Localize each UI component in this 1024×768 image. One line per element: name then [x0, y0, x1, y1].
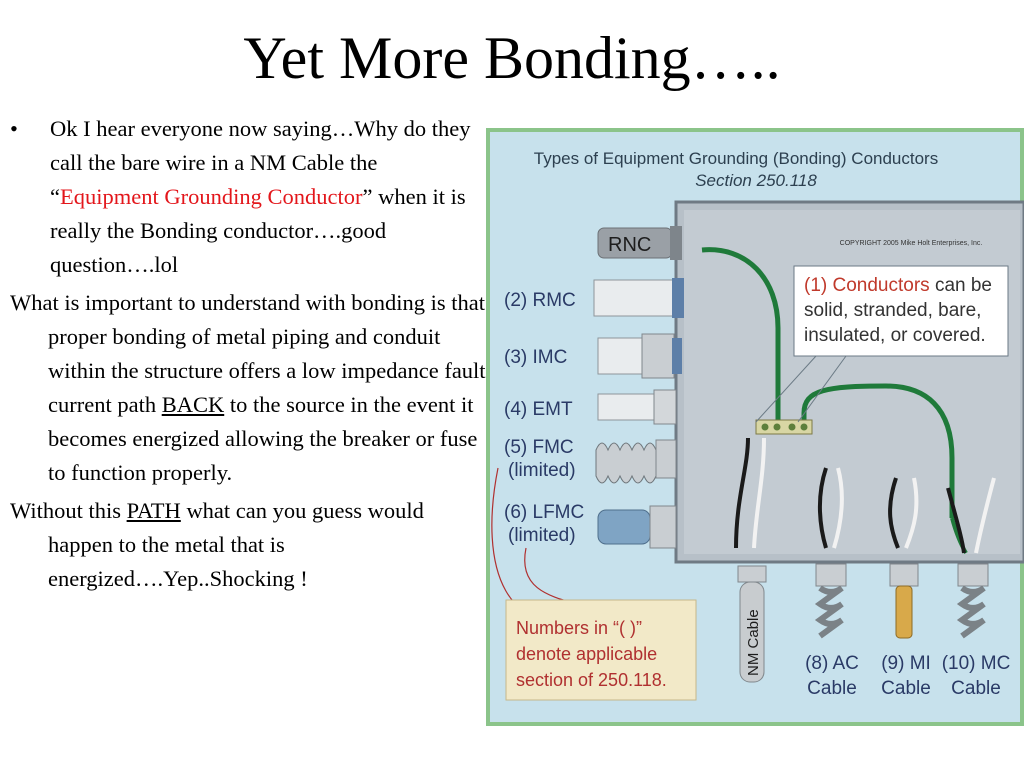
rmc-fitting [672, 278, 684, 318]
ac-black-wire [817, 467, 828, 549]
note-line-2: denote applicable [516, 644, 657, 664]
mc-connector [957, 563, 989, 587]
copyright-text: COPYRIGHT 2005 Mike Holt Enterprises, In… [840, 240, 983, 247]
underline-path: PATH [126, 498, 181, 523]
emt-label: (4) EMT [504, 399, 573, 420]
ac-white-wire [832, 467, 844, 549]
ac-connector [815, 563, 847, 587]
lfmc-conduit [597, 509, 651, 545]
rmc-conduit [593, 279, 675, 317]
mc-label-2: Cable [951, 678, 1001, 699]
emt-connector [653, 389, 677, 425]
nm-black-wire [734, 437, 750, 549]
callout-leader [755, 355, 817, 423]
note-line-3: section of 250.118. [516, 670, 667, 690]
note-box [505, 599, 697, 701]
ac-label: (8) AC [805, 653, 859, 674]
fmc-connector [655, 439, 677, 479]
ac-label-2: Cable [807, 678, 857, 699]
emt-conduit [597, 393, 655, 421]
imc-label: (3) IMC [504, 347, 567, 368]
nm-white-wire [752, 437, 766, 549]
junction-box-interior [684, 210, 1020, 554]
terminal-screw [773, 423, 781, 431]
figure-subtitle: Section 250.118 [695, 171, 817, 190]
terminal-screw [800, 423, 808, 431]
terminal-screw [788, 423, 796, 431]
terminal-screw [761, 423, 769, 431]
fmc-limited-label: (limited) [508, 460, 576, 481]
callout-leader [797, 355, 847, 423]
figure-title: Types of Equipment Grounding (Bonding) C… [534, 149, 938, 168]
fmc-conduit [595, 442, 657, 484]
green-wire-left [701, 247, 781, 428]
grounding-conductors-figure: Types of Equipment Grounding (Bonding) C… [486, 128, 1024, 726]
fmc-label: (5) FMC [504, 437, 574, 458]
green-wire-right [801, 383, 955, 518]
callout-line-2: solid, stranded, bare, [804, 300, 981, 321]
mi-connector [889, 563, 919, 587]
conductors-callout [793, 265, 1009, 357]
paragraph-1: •Ok I hear everyone now saying…Why do th… [10, 112, 488, 282]
nm-connector [737, 565, 767, 583]
mc-label: (10) MC [942, 653, 1011, 674]
rmc-label: (2) RMC [504, 290, 576, 311]
mi-white-wire [904, 477, 919, 549]
nm-cable [739, 581, 765, 683]
mi-label: (9) MI [881, 653, 931, 674]
paragraph-2: What is important to understand with bon… [10, 290, 486, 485]
lfmc-connector [649, 505, 677, 549]
rnc-fitting [670, 226, 682, 260]
mc-white-wire [974, 477, 996, 554]
grounding-terminal-bar [755, 419, 813, 435]
mc-cable-armor [956, 585, 986, 639]
bullet-marker: • [10, 116, 18, 141]
imc-conduit [597, 337, 643, 375]
ac-cable-armor [814, 585, 844, 639]
lfmc-limited-label: (limited) [508, 525, 576, 546]
lfmc-label: (6) LFMC [504, 502, 584, 523]
imc-coupling [641, 333, 675, 379]
mi-black-wire [888, 477, 900, 549]
slide-title: Yet More Bonding….. [243, 25, 781, 91]
rnc-label: RNC [608, 234, 651, 256]
mi-cable [895, 585, 913, 639]
note-line-1: Numbers in “( )” [516, 618, 642, 638]
slide-body: •Ok I hear everyone now saying…Why do th… [10, 112, 488, 600]
paragraph-3: Without this PATH what can you guess wou… [10, 498, 424, 591]
imc-fitting [672, 338, 682, 374]
highlight-egc: Equipment Grounding Conductor [60, 184, 363, 209]
underline-back: BACK [161, 392, 225, 417]
mc-black-wire [946, 487, 966, 554]
callout-line-1: (1) Conductors can be [804, 275, 992, 296]
callout-line-3: insulated, or covered. [804, 325, 986, 346]
mi-label-2: Cable [881, 678, 931, 699]
nm-cable-label: NM Cable [745, 609, 762, 676]
